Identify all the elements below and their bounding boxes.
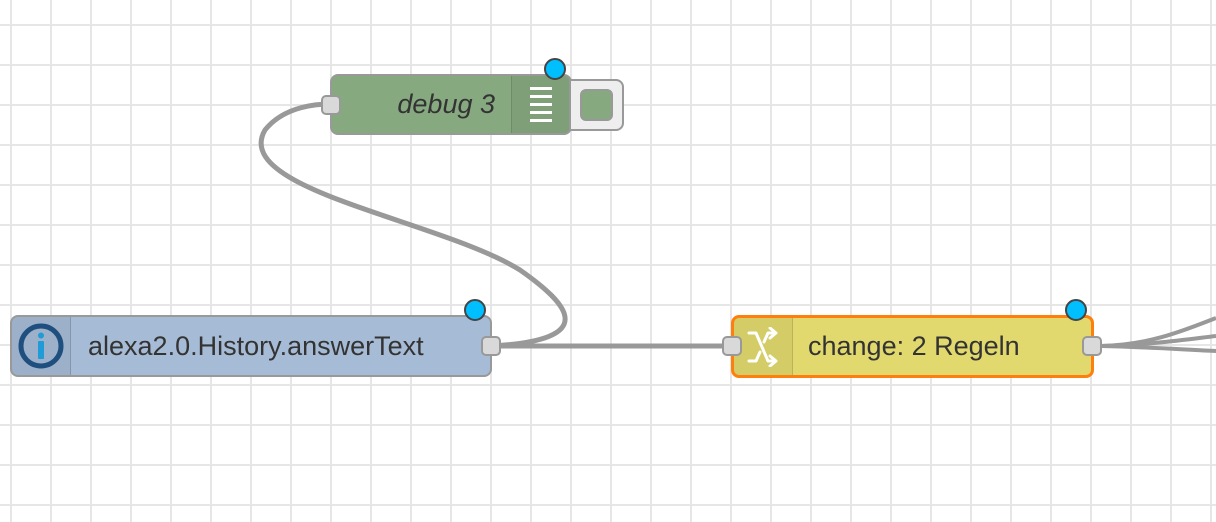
iobroker-output-port[interactable]: [481, 336, 501, 356]
wire-iobroker-to-debug[interactable]: [258, 101, 568, 349]
change-node[interactable]: change: 2 Regeln: [731, 315, 1094, 378]
iobroker-changed-indicator: [464, 299, 486, 321]
debug-icon-area: [511, 76, 570, 133]
change-icon-area: [734, 318, 793, 375]
iobroker-node-label: alexa2.0.History.answerText: [88, 330, 424, 361]
iobroker-info-icon: [18, 323, 64, 369]
shuffle-icon: [747, 326, 778, 367]
iobroker-icon-area: [12, 317, 71, 375]
debug-changed-indicator: [544, 58, 566, 80]
debug-toggle-button[interactable]: [569, 79, 624, 131]
debug-node-label: debug 3: [397, 89, 495, 119]
debug-toggle-indicator: [580, 89, 613, 121]
wire-change-out-3[interactable]: [1100, 344, 1216, 353]
change-changed-indicator: [1065, 299, 1087, 321]
iobroker-node[interactable]: alexa2.0.History.answerText: [10, 315, 492, 377]
change-output-port[interactable]: [1082, 336, 1102, 356]
change-input-port[interactable]: [722, 336, 742, 356]
change-node-label: change: 2 Regeln: [808, 331, 1020, 361]
list-icon: [530, 86, 552, 122]
debug-input-port[interactable]: [321, 95, 341, 115]
debug-node[interactable]: debug 3: [330, 74, 572, 135]
